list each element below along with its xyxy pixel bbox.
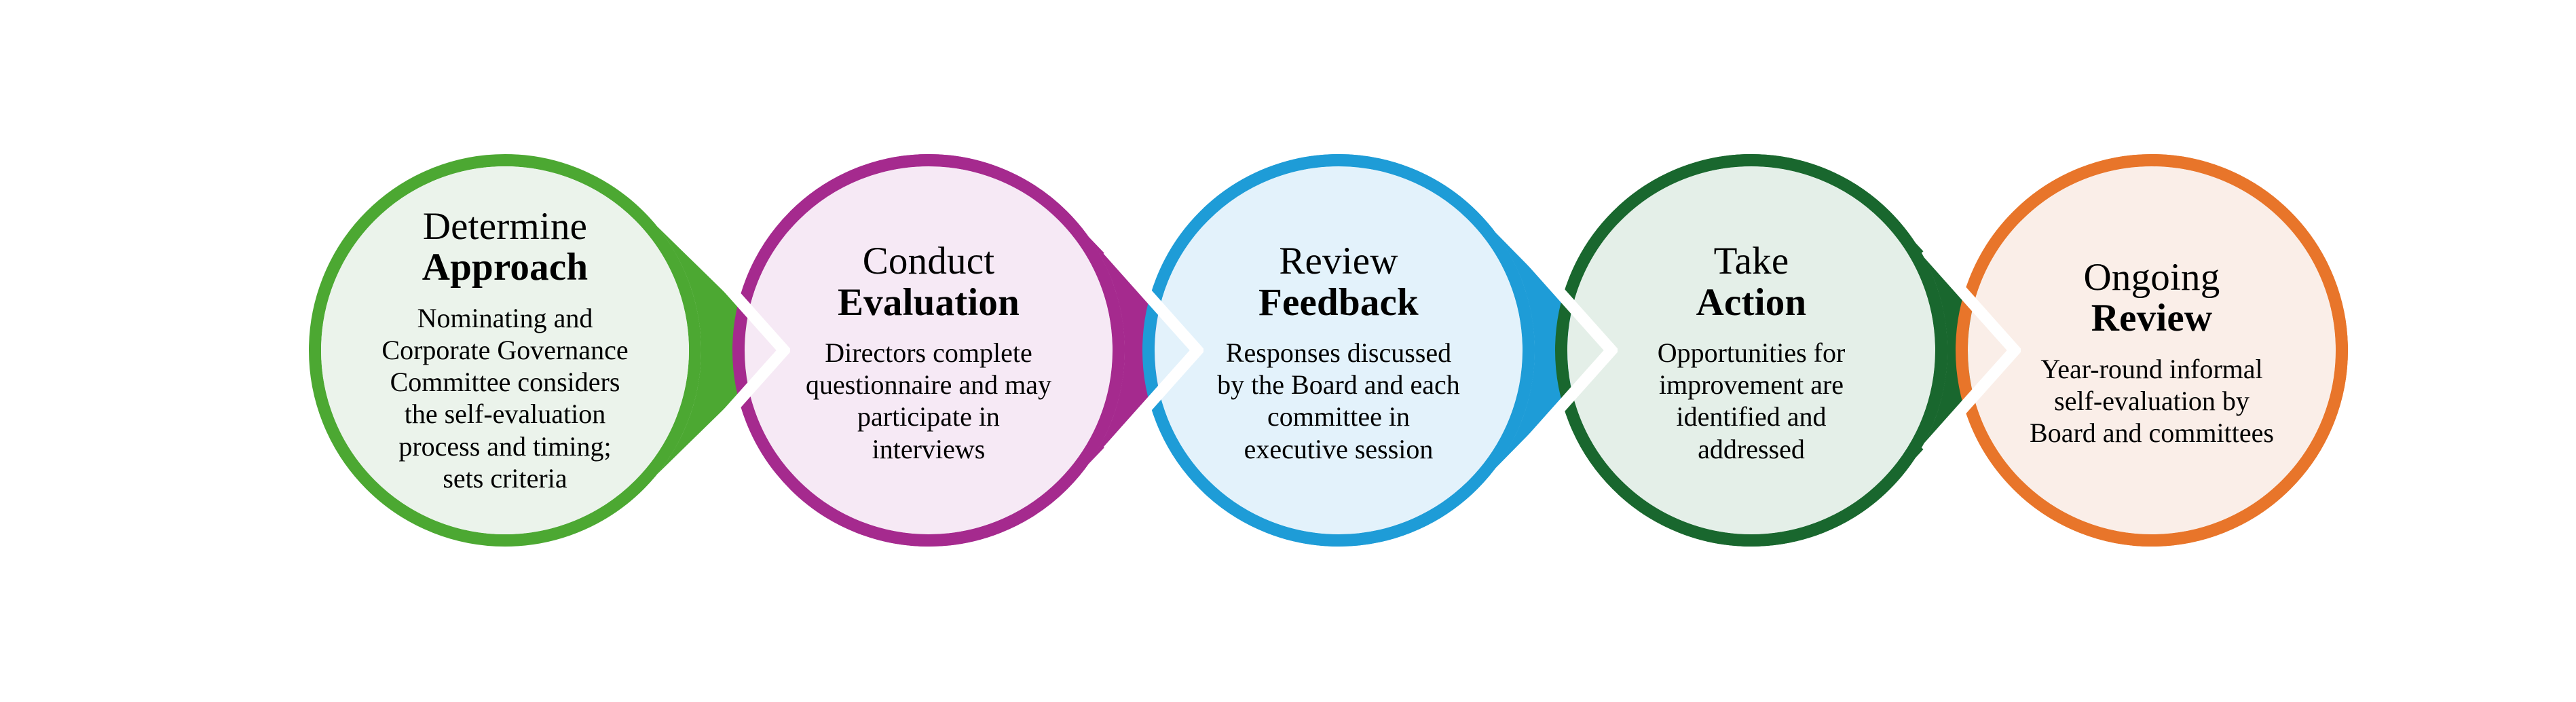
stage-shape-determine-approach	[309, 154, 784, 547]
circle-ring-overlay-ongoing-review	[2021, 154, 2348, 547]
circle-fill-determine-approach	[321, 166, 689, 534]
circle-ring-overlay-take-action	[1618, 154, 1947, 547]
arrow-separator-take-action	[1920, 246, 2023, 455]
arrow-separator-conduct-evaluation	[1103, 246, 1206, 455]
arrow-review-feedback	[1459, 196, 1611, 505]
circle-ring-overlay-conduct-evaluation	[790, 154, 1125, 547]
circle-fill-overlay-review-feedback	[1203, 166, 1523, 534]
arrow-separator-review-feedback	[1517, 246, 1620, 455]
circle-fill-overlay-ongoing-review	[2021, 166, 2336, 534]
circle-ring-determine-approach	[309, 154, 701, 547]
circle-ring-overlay-review-feedback	[1203, 154, 1535, 547]
arrow-determine-approach	[625, 196, 784, 505]
arrow-separator-determine-approach	[690, 246, 792, 455]
circle-fill-overlay-take-action	[1618, 166, 1935, 534]
circle-fill-overlay-conduct-evaluation	[790, 166, 1113, 534]
